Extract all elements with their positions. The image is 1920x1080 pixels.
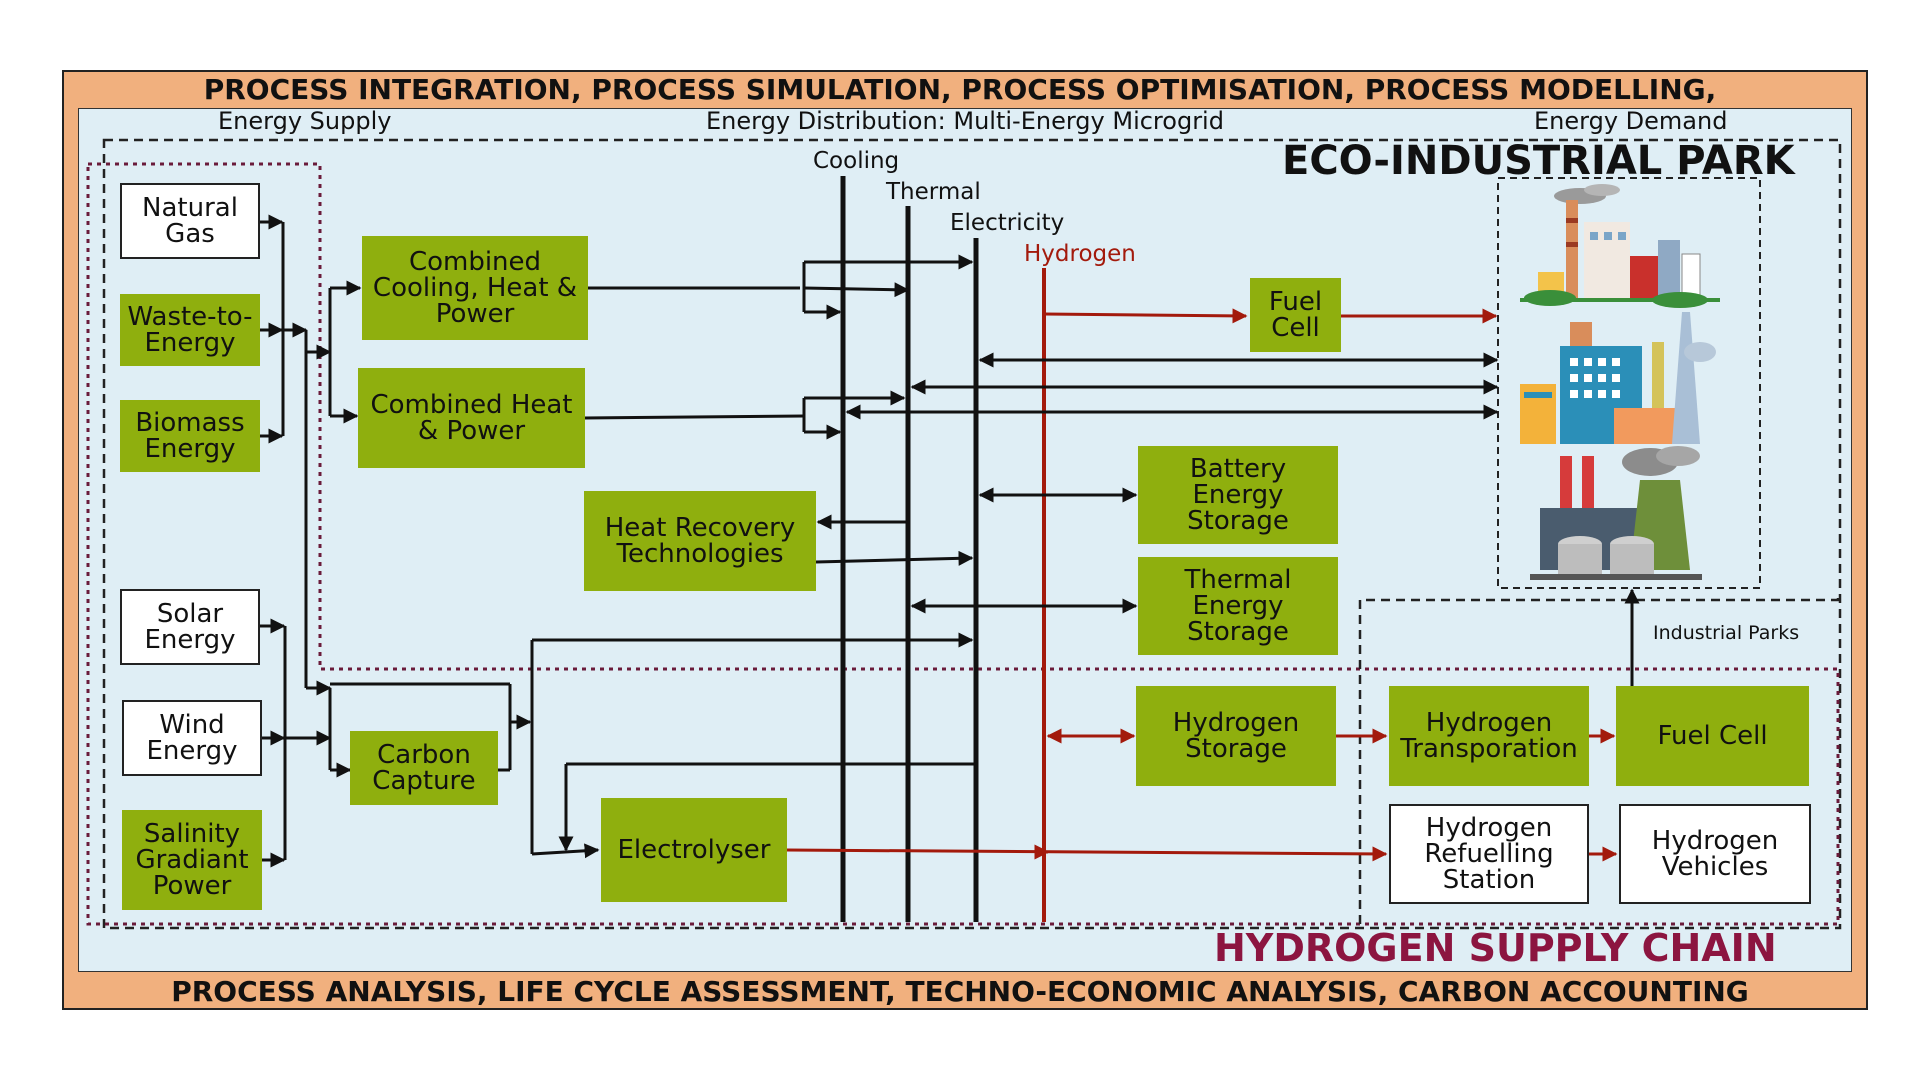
hydrogen-storage-box: Hydrogen Storage xyxy=(1136,686,1336,786)
thermal-storage-box: Thermal Energy Storage xyxy=(1138,557,1338,655)
refuelling-station-box: Hydrogen Refuelling Station xyxy=(1389,804,1589,904)
hydrogen-label: Hydrogen xyxy=(1024,241,1136,267)
industrial-plant-icon xyxy=(1520,312,1716,444)
industrial-icons xyxy=(1520,184,1720,580)
electricity-label: Electricity xyxy=(950,210,1065,236)
heat-recovery-box: Heat Recovery Technologies xyxy=(584,491,816,591)
natural-gas-box: Natural Gas xyxy=(120,183,260,259)
industrial-parks-label: Industrial Parks xyxy=(1653,622,1800,644)
energy-distribution-label: Energy Distribution: Multi-Energy Microg… xyxy=(706,107,1224,135)
fuel-cell-chain-box: Fuel Cell xyxy=(1616,686,1809,786)
cooling-label: Cooling xyxy=(813,148,900,174)
energy-supply-label: Energy Supply xyxy=(218,107,392,135)
hydrogen-chain-boundary xyxy=(86,162,1840,926)
energy-demand-label: Energy Demand xyxy=(1534,107,1728,135)
hydrogen-vehicles-box: Hydrogen Vehicles xyxy=(1619,804,1811,904)
solar-energy-box: Solar Energy xyxy=(120,589,260,665)
chp-box: Combined Heat & Power xyxy=(358,368,585,468)
carbon-capture-box: Carbon Capture xyxy=(350,731,498,805)
eco-park-boundary xyxy=(102,138,1842,930)
biomass-energy-box: Biomass Energy xyxy=(120,400,260,472)
hydrogen-supply-chain-title: HYDROGEN SUPPLY CHAIN xyxy=(1214,926,1777,970)
salinity-gradient-power-box: Salinity Gradiant Power xyxy=(122,810,262,910)
fuel-cell-park-box: Fuel Cell xyxy=(1250,278,1341,352)
electrolyser-box: Electrolyser xyxy=(601,798,787,902)
power-plant-icon xyxy=(1530,446,1702,580)
ccchp-box: Combined Cooling, Heat & Power xyxy=(362,236,588,340)
top-banner: PROCESS INTEGRATION, PROCESS SIMULATION,… xyxy=(203,73,1717,106)
eco-industrial-park-title: ECO-INDUSTRIAL PARK xyxy=(1282,138,1795,184)
bottom-banner: PROCESS ANALYSIS, LIFE CYCLE ASSESSMENT,… xyxy=(171,975,1749,1008)
hydrogen-transport-box: Hydrogen Transporation xyxy=(1389,686,1589,786)
thermal-label: Thermal xyxy=(886,179,981,205)
waste-to-energy-box: Waste-to- Energy xyxy=(120,294,260,366)
wind-energy-box: Wind Energy xyxy=(122,700,262,776)
factory-icon xyxy=(1520,184,1720,308)
industrial-parks-boundary xyxy=(1358,598,1840,924)
battery-storage-box: Battery Energy Storage xyxy=(1138,446,1338,544)
